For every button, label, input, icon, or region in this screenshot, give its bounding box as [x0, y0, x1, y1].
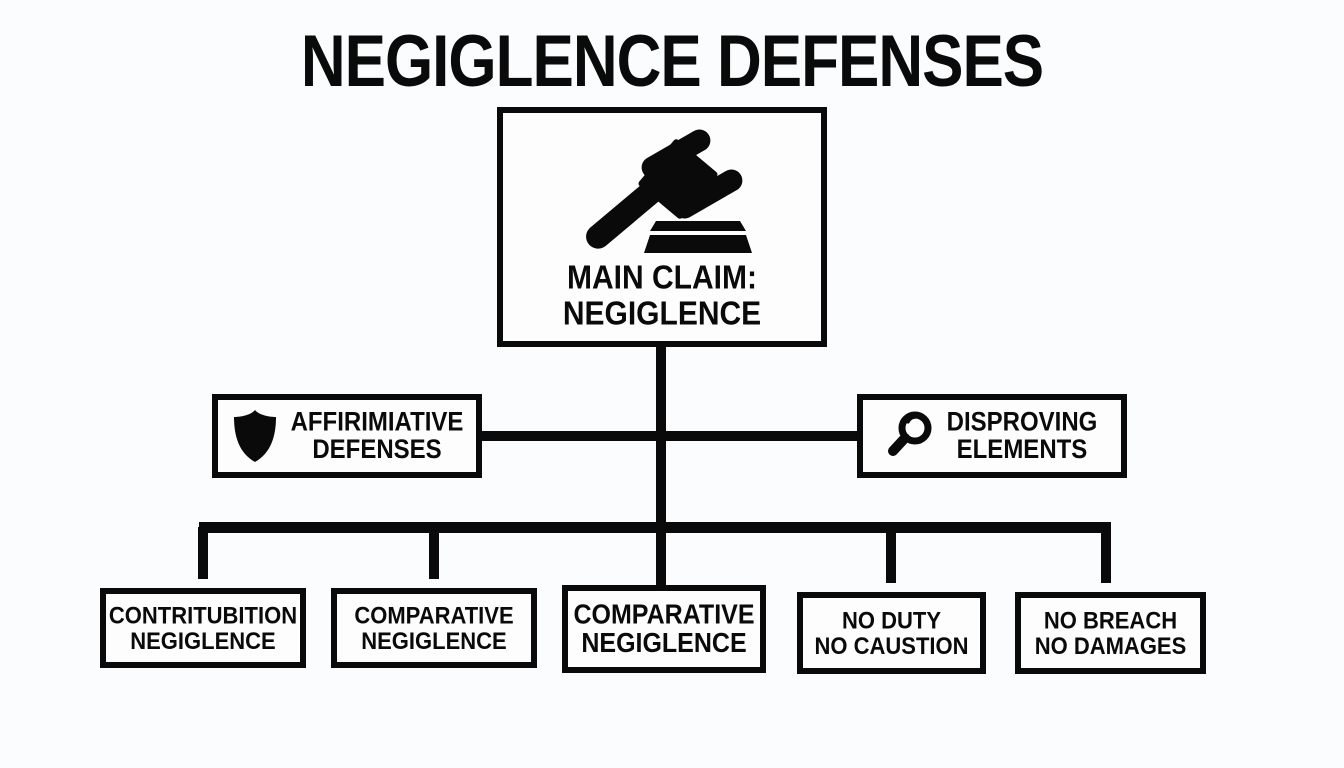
node-leaf-label: CONTRITUBITION NEGIGLENCE	[108, 601, 298, 655]
node-affirmative-defenses[interactable]: AFFIRIMIATIVE DEFENSES	[212, 394, 482, 478]
gavel-icon	[586, 129, 752, 253]
node-leaf-no-breach-no-damages[interactable]: NO BREACH NO DAMAGES	[1015, 592, 1206, 674]
node-disproving-elements-label: DISPROVING ELEMENTS	[946, 407, 1098, 465]
node-leaf-label: NO DUTY NO CAUSTION	[814, 606, 969, 660]
node-leaf-comparative-negligence-1[interactable]: COMPARATIVE NEGIGLENCE	[331, 588, 537, 668]
magnifying-glass-icon	[887, 411, 932, 456]
node-affirmative-defenses-label: AFFIRIMIATIVE DEFENSES	[290, 407, 464, 465]
node-leaf-no-duty-no-causation[interactable]: NO DUTY NO CAUSTION	[797, 592, 986, 674]
node-main-claim-label: MAIN CLAIM: NEGIGLENCE	[562, 259, 762, 333]
connector-branch-horizontal	[480, 431, 859, 441]
node-disproving-elements[interactable]: DISPROVING ELEMENTS	[857, 394, 1127, 478]
shield-icon	[233, 410, 276, 462]
page-title: NEGIGLENCE DEFENSES	[300, 21, 1044, 103]
node-leaf-label: NO BREACH NO DAMAGES	[1034, 606, 1187, 660]
node-leaf-contribution-negligence[interactable]: CONTRITUBITION NEGIGLENCE	[100, 588, 306, 668]
connector-trunk-vertical	[656, 345, 666, 585]
node-leaf-label: COMPARATIVE NEGIGLENCE	[354, 601, 514, 655]
connector-drop-leaf-0	[198, 527, 208, 579]
connector-drop-leaf-4	[1101, 527, 1111, 583]
node-leaf-comparative-negligence-2[interactable]: COMPARATIVE NEGIGLENCE	[562, 585, 766, 673]
connector-drop-leaf-3	[886, 527, 896, 583]
connector-drop-leaf-1	[429, 527, 439, 579]
connector-distribution-bus	[199, 522, 1111, 533]
node-leaf-label: COMPARATIVE NEGIGLENCE	[573, 599, 755, 659]
node-main-claim[interactable]: MAIN CLAIM: NEGIGLENCE	[497, 107, 827, 347]
